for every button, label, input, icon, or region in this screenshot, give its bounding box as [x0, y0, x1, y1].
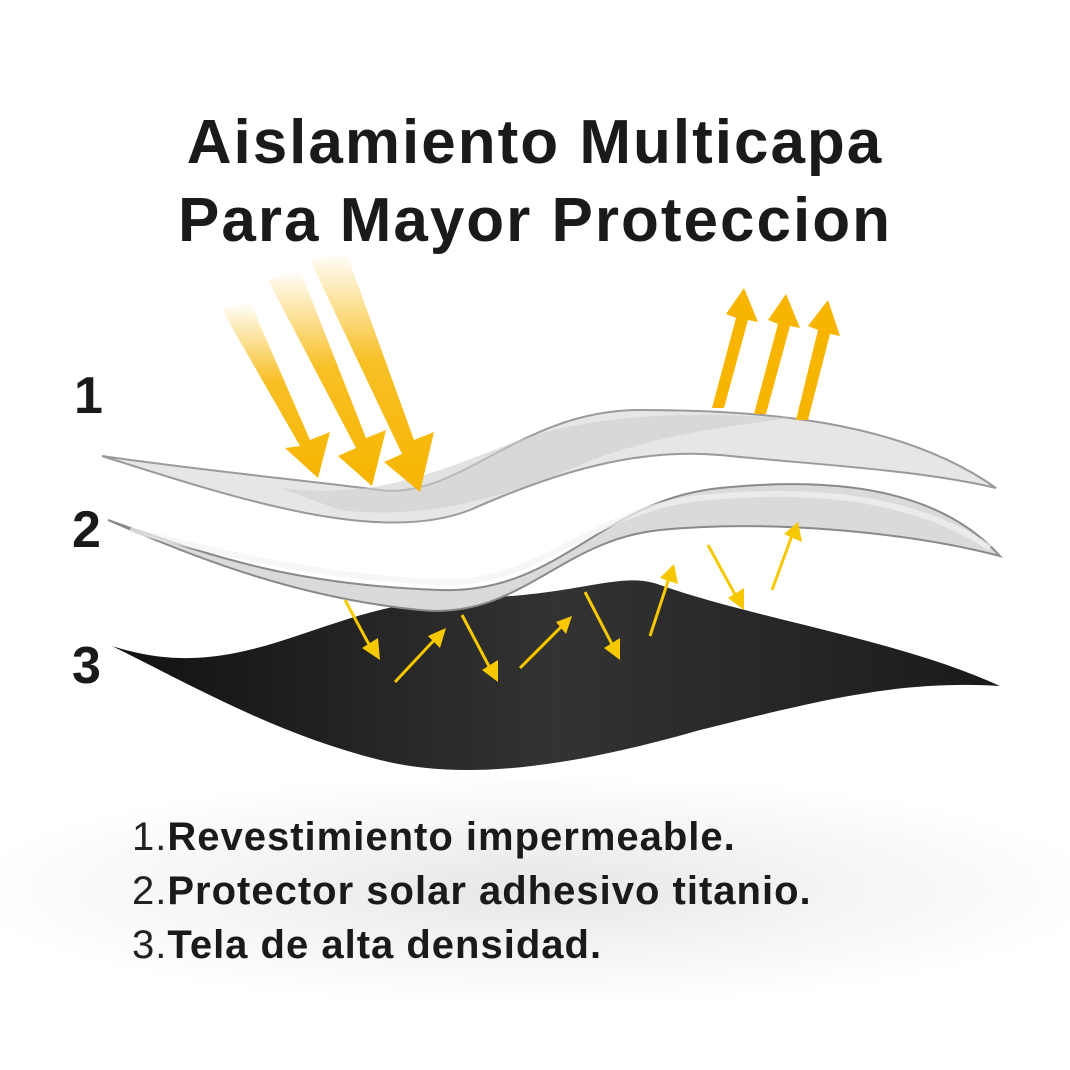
- layer-number-1: 1: [74, 367, 103, 425]
- page-title: Aislamiento Multicapa Para Mayor Protecc…: [0, 104, 1070, 260]
- incoming-sun-rays: [222, 252, 434, 492]
- layer-1-inner-surface: [280, 414, 790, 513]
- title-line-2: Para Mayor Proteccion: [178, 186, 892, 255]
- layer-2-highlight: [129, 490, 992, 586]
- layer-3-fabric: [112, 580, 1000, 770]
- reflected-arrows: [712, 288, 840, 420]
- legend-item-3: 3.Tela de alta densidad.: [132, 923, 603, 967]
- layer-number-2: 2: [72, 501, 101, 559]
- legend-item-2: 2.Protector solar adhesivo titanio.: [132, 869, 812, 913]
- legend-item-1: 1.Revestimiento impermeable.: [132, 815, 736, 859]
- internal-bounce-arrows: [343, 522, 802, 684]
- layer-number-3: 3: [72, 637, 101, 695]
- title-line-1: Aislamiento Multicapa: [186, 108, 884, 177]
- background-glow: [0, 780, 1070, 1000]
- layer-2-titanium: [107, 483, 1004, 612]
- layer-legend: 1.Revestimiento impermeable. 2.Protector…: [132, 810, 812, 972]
